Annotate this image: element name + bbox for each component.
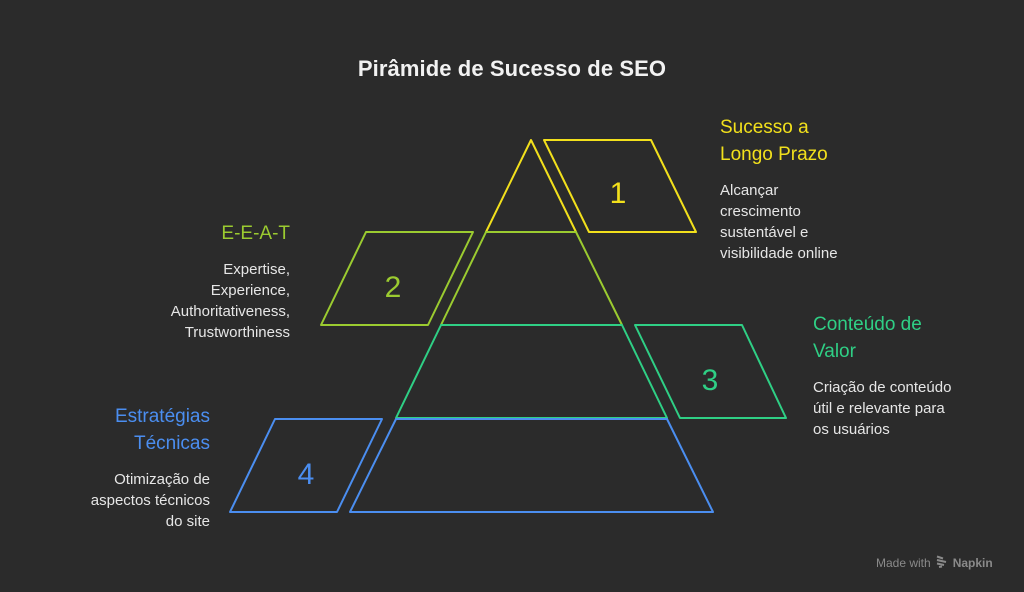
pyramid-level-2 xyxy=(440,231,623,326)
diagram-title: Pirâmide de Sucesso de SEO xyxy=(357,56,667,81)
pyramid-level-1 xyxy=(485,139,577,233)
level-3-heading: Conteúdo de Valor xyxy=(813,314,922,362)
badge-3-shape xyxy=(634,324,787,419)
badge-4-number: 4 xyxy=(298,458,315,491)
level-4-label: Estratégias Técnicas Otimização de aspec… xyxy=(10,403,210,532)
level-2-description: Expertise, Experience, Authoritativeness… xyxy=(170,261,290,341)
level-1-heading: Sucesso a Longo Prazo xyxy=(720,117,828,165)
napkin-logo-icon xyxy=(936,555,948,571)
level-1-label: Sucesso a Longo Prazo Alcançar crescimen… xyxy=(720,114,920,264)
level-3-label: Conteúdo de Valor Criação de conteúdo út… xyxy=(813,311,1013,440)
level-2-heading: E-E-A-T xyxy=(221,223,290,244)
level-4-description: Otimização de aspectos técnicos do site xyxy=(90,471,210,530)
badge-4-shape xyxy=(229,418,383,513)
level-1-description: Alcançar crescimento sustentável e visib… xyxy=(720,182,838,262)
pyramid-level-3 xyxy=(395,324,668,419)
badge-1-shape xyxy=(543,139,697,233)
level-3-description: Criação de conteúdo útil e relevante par… xyxy=(813,379,952,438)
badge-1-number: 1 xyxy=(610,177,627,210)
level-2-label: E-E-A-T Expertise, Experience, Authorita… xyxy=(90,220,290,343)
made-with-napkin-footer[interactable]: Made with Napkin xyxy=(876,555,993,571)
badge-2-shape xyxy=(320,231,474,326)
made-with-label: Made with xyxy=(876,556,931,570)
badge-2-number: 2 xyxy=(385,271,402,304)
badge-3-number: 3 xyxy=(702,364,719,397)
pyramid-level-4 xyxy=(349,418,714,513)
napkin-brand: Napkin xyxy=(952,556,993,570)
level-4-heading: Estratégias Técnicas xyxy=(114,406,210,454)
